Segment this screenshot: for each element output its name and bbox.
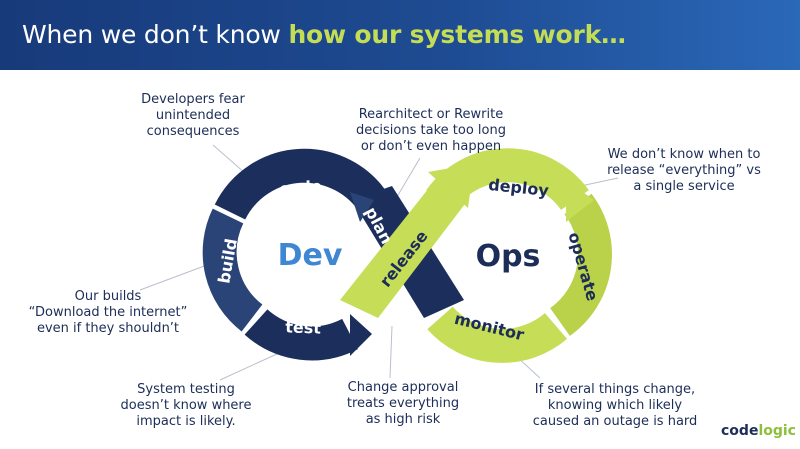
stage-code-label: code (279, 177, 323, 199)
callout-line: or don’t even happen (360, 139, 502, 154)
ops-release-arrow-head (428, 164, 474, 208)
callout-line: knowing which likely (547, 398, 683, 413)
callout-line: If several things change, (534, 382, 696, 397)
ops-crossing-band (340, 174, 468, 318)
callout-release-timing: We don’t know when to release “everythin… (598, 147, 770, 195)
connector-change-approval (389, 325, 393, 379)
ops-ring-right (549, 193, 612, 336)
callout-line: “Download the internet” (28, 305, 188, 320)
dev-arrow-head (350, 314, 372, 356)
callout-line: Our builds (74, 289, 142, 304)
callout-line: decisions take too long (356, 123, 506, 138)
callout-line: Rearchitect or Rewrite (358, 107, 504, 122)
callout-builds: Our builds “Download the internet” even … (20, 289, 196, 337)
ops-loop (340, 148, 612, 363)
callout-line: caused an outage is hard (532, 414, 698, 429)
dev-label: Dev (278, 238, 343, 273)
slide-title: When we don’t know how our systems work… (22, 20, 626, 49)
dev-chevron-plan (350, 192, 374, 222)
callout-line: as high risk (365, 412, 441, 427)
callout-line: We don’t know when to (607, 147, 761, 162)
ops-label: Ops (476, 239, 541, 274)
callout-line: Change approval (347, 380, 459, 395)
callout-line: doesn’t know where (120, 398, 252, 413)
callout-developers-fear: Developers fear unintended consequences (128, 92, 258, 140)
callout-rearchitect: Rearchitect or Rewrite decisions take to… (346, 107, 516, 155)
codelogic-logo: codelogic (721, 423, 796, 439)
header-banner: When we don’t know how our systems work… (0, 0, 800, 70)
callout-change-approval: Change approval treats everything as hig… (338, 380, 468, 428)
ops-ring-bottom (427, 306, 568, 363)
connector-builds (139, 261, 216, 291)
callout-line: even if they shouldn’t (36, 321, 180, 336)
callout-line: consequences (146, 124, 240, 139)
callout-line: release “everything” vs (607, 163, 761, 178)
callout-line: a single service (633, 179, 735, 194)
ops-arrow-head (566, 180, 594, 222)
callout-line: unintended (155, 108, 231, 123)
title-plain: When we don’t know (22, 20, 289, 49)
dev-ring-bottom (244, 308, 358, 361)
title-highlight: how our systems work… (288, 20, 626, 49)
callout-line: Developers fear (141, 92, 245, 107)
logo-part-logic: logic (758, 423, 796, 439)
callout-line: impact is likely. (136, 414, 236, 429)
dev-ring-left (202, 208, 263, 332)
logo-part-code: code (721, 423, 759, 439)
dev-ring-top (214, 148, 390, 221)
stage-test-label: test (285, 317, 322, 337)
callout-line: treats everything (346, 396, 460, 411)
callout-line: System testing (137, 382, 235, 397)
callout-outage: If several things change, knowing which … (515, 382, 715, 430)
callout-system-testing: System testing doesn’t know where impact… (116, 382, 256, 430)
